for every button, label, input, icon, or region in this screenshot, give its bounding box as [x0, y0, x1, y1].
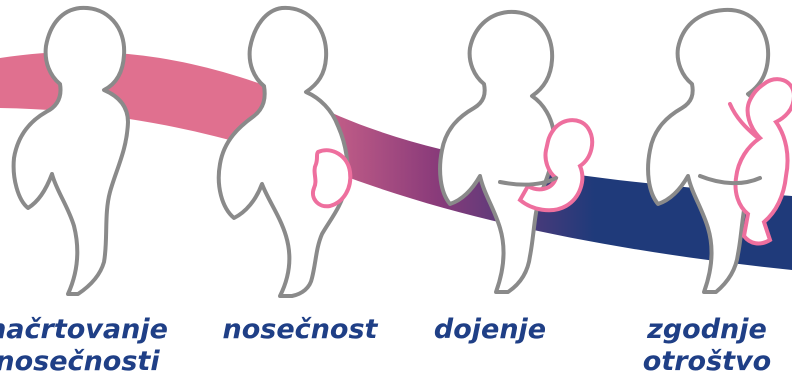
stage-label-line: otroštvo [622, 346, 792, 378]
stage-label-line: zgodnje [622, 314, 792, 346]
stage-label-pregnancy: nosečnost [215, 314, 385, 346]
stage-label-line: nosečnosti [0, 346, 180, 378]
stage-label-planning: načrtovanje nosečnosti [0, 314, 180, 378]
stage-label-line: nosečnost [215, 314, 385, 346]
stage-label-early-childhood: zgodnje otroštvo [622, 314, 792, 378]
stage-label-line: načrtovanje [0, 314, 180, 346]
breastfeeding-woman-icon [440, 12, 554, 292]
stage-label-breastfeeding: dojenje [420, 314, 560, 346]
fetus-icon [313, 150, 350, 206]
woman-silhouette-icon [14, 8, 128, 294]
stage-label-line: dojenje [420, 314, 560, 346]
